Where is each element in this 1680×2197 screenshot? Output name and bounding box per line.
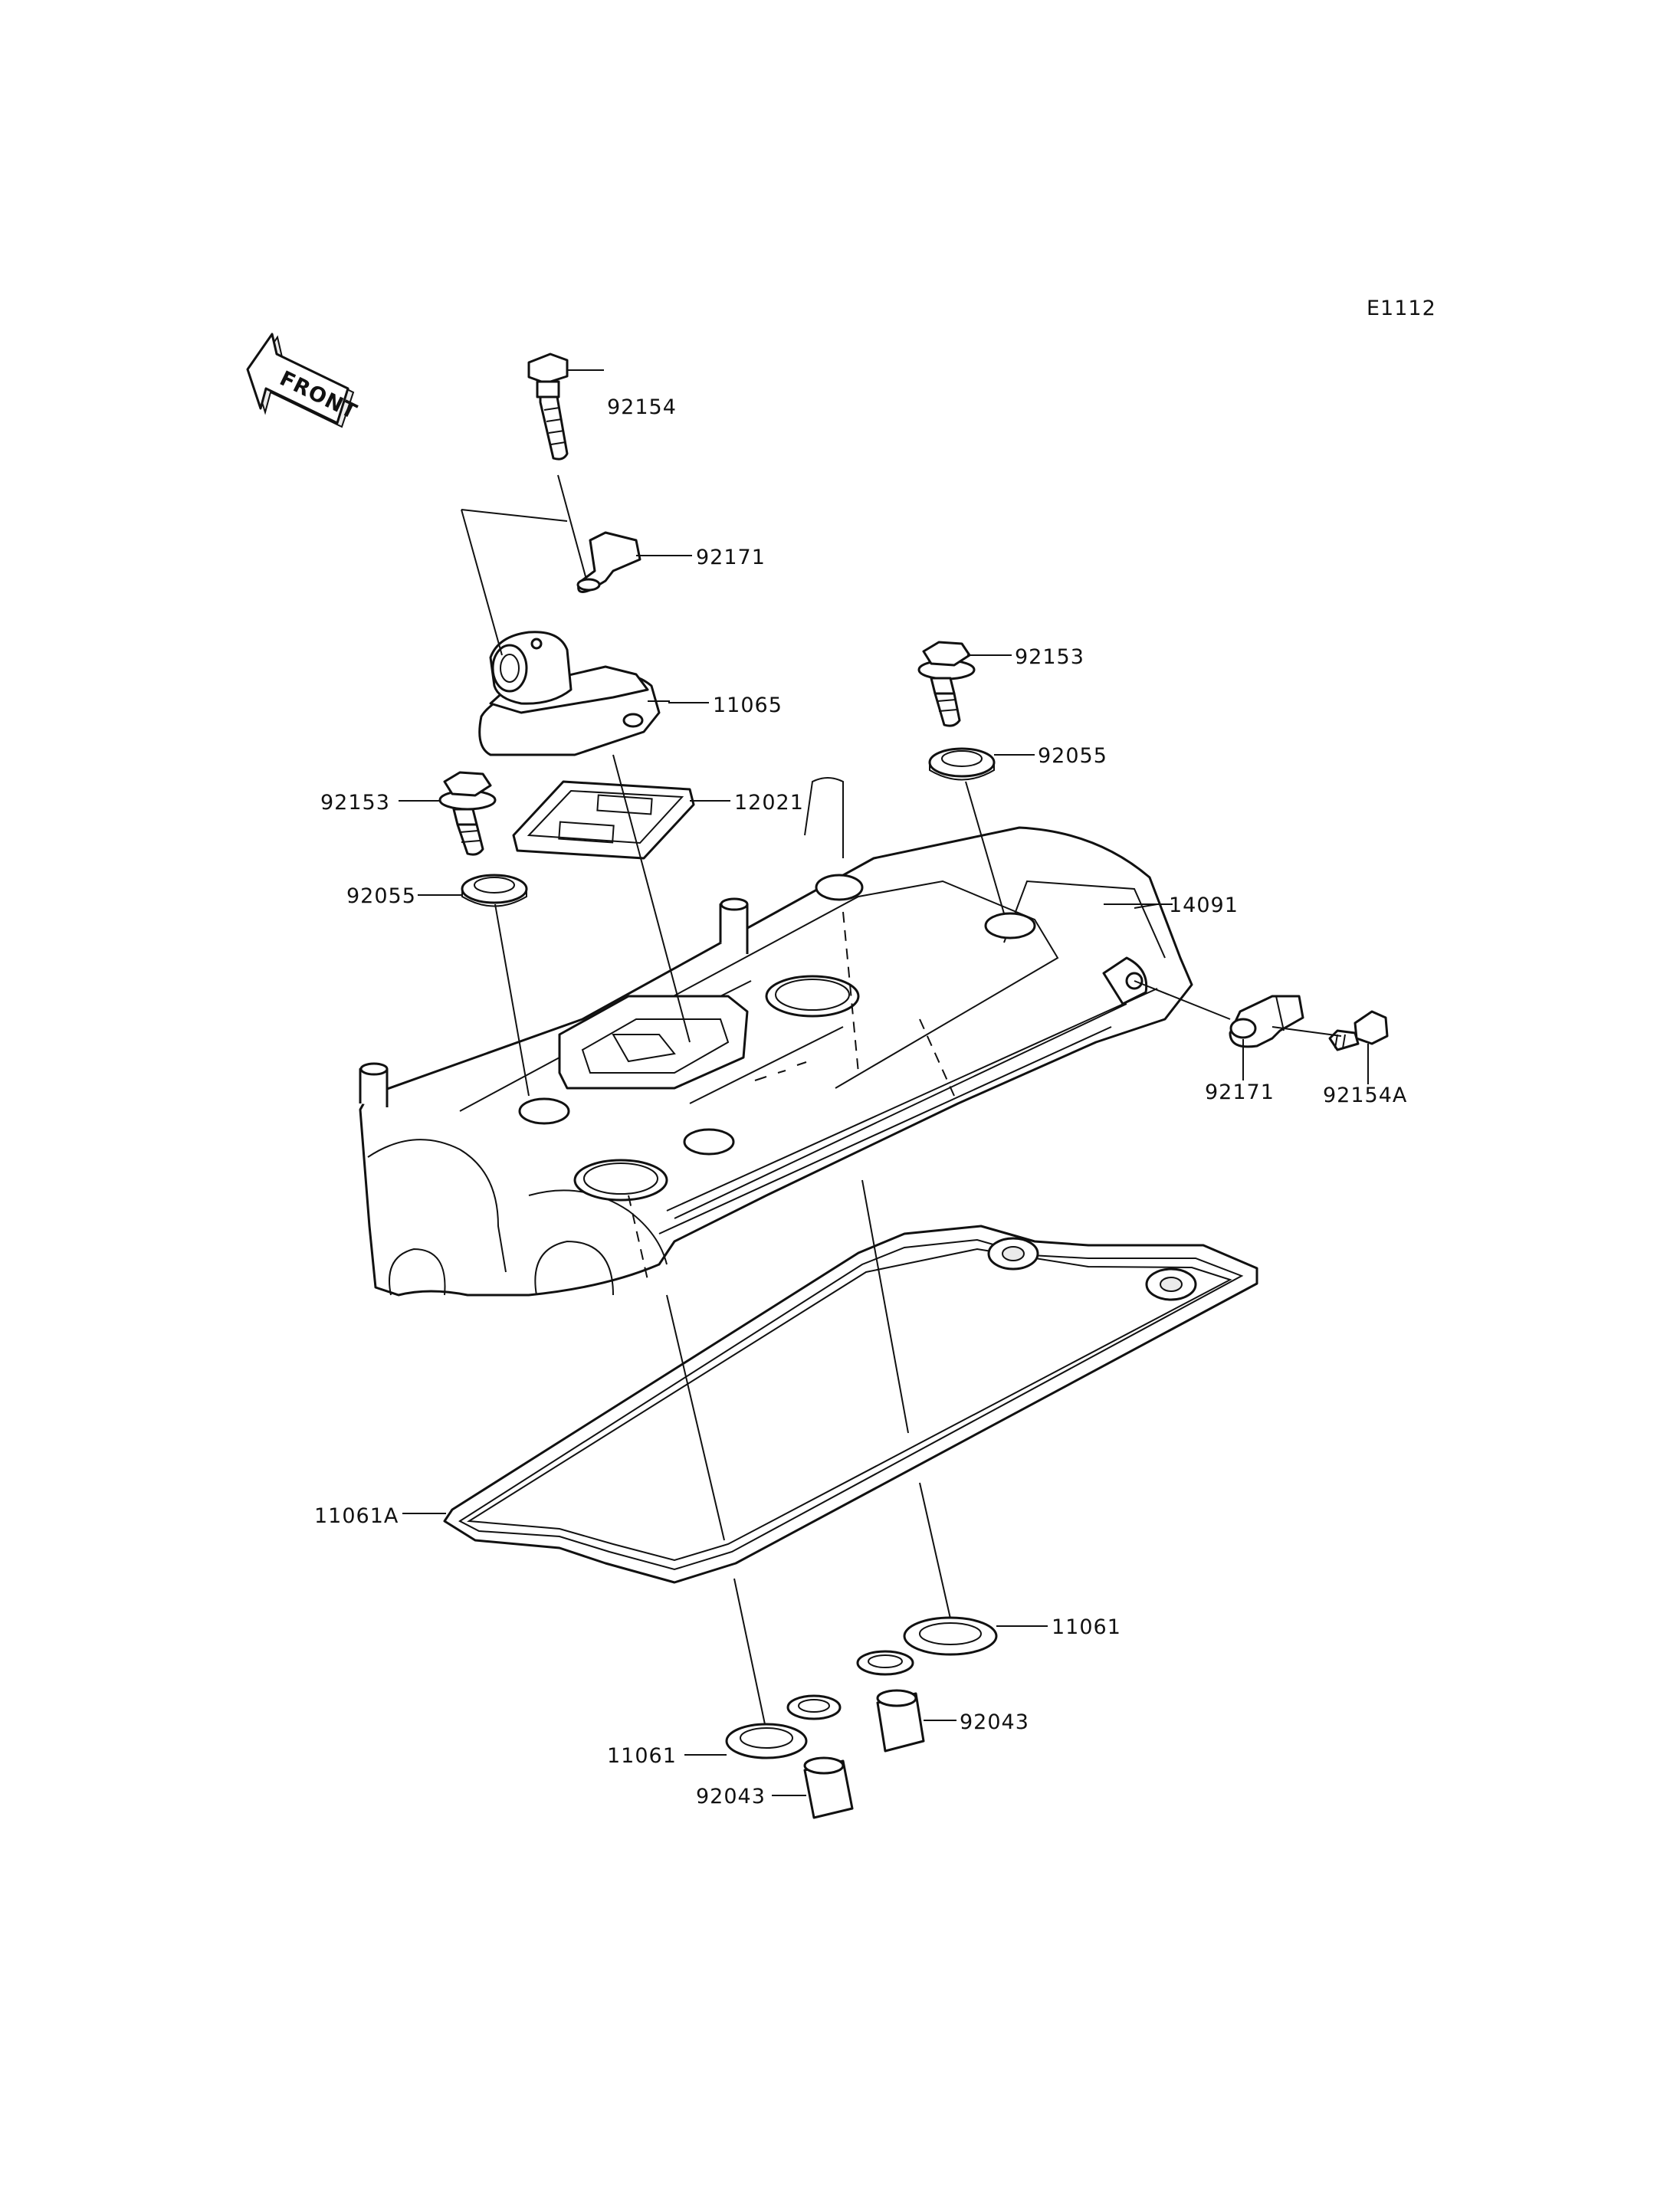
label-92055-right: 92055 xyxy=(1038,744,1107,768)
label-12021: 12021 xyxy=(734,791,804,815)
bracket-92171-top xyxy=(576,531,641,593)
label-11061-left: 11061 xyxy=(607,1744,677,1768)
label-11065: 11065 xyxy=(713,694,783,717)
label-92171-right: 92171 xyxy=(1205,1080,1275,1104)
label-92043-right: 92043 xyxy=(960,1710,1029,1734)
label-92153-left: 92153 xyxy=(320,791,390,815)
bracket-92171-right xyxy=(1229,995,1304,1048)
grommet-92055-left xyxy=(461,874,528,907)
seal-11061-right xyxy=(856,1616,998,1676)
label-14091: 14091 xyxy=(1169,894,1239,917)
reed-plate-12021 xyxy=(512,780,695,860)
label-92154A: 92154A xyxy=(1323,1084,1407,1107)
label-11061-right: 11061 xyxy=(1052,1615,1121,1639)
bolt-92153-left xyxy=(438,771,497,856)
front-arrow-icon: FRONT xyxy=(246,333,361,428)
label-92171-top: 92171 xyxy=(696,546,766,569)
leader-lines xyxy=(399,369,1369,1796)
label-92154: 92154 xyxy=(607,395,677,419)
label-92153-right: 92153 xyxy=(1015,645,1084,669)
label-92043-left: 92043 xyxy=(696,1785,766,1808)
dowel-92043-right xyxy=(876,1689,925,1753)
valve-cover-14091 xyxy=(359,777,1193,1297)
gasket-11061A xyxy=(443,1225,1258,1584)
bolt-92154A xyxy=(1328,1010,1389,1051)
diagram-code: E1112 xyxy=(1367,297,1436,320)
seal-11061-left xyxy=(725,1694,842,1759)
bolt-92153-right xyxy=(917,641,976,727)
grommet-92055-right xyxy=(928,747,996,781)
breather-cover-11065 xyxy=(478,631,661,756)
label-92055-left: 92055 xyxy=(346,884,416,908)
assembly-lines xyxy=(461,474,1342,1725)
label-11061A: 11061A xyxy=(314,1504,399,1528)
bolt-92154 xyxy=(527,353,569,461)
part-labels: 92154 92171 11065 92153 92055 92153 1202… xyxy=(314,395,1407,1808)
dowel-92043-left xyxy=(803,1756,854,1819)
